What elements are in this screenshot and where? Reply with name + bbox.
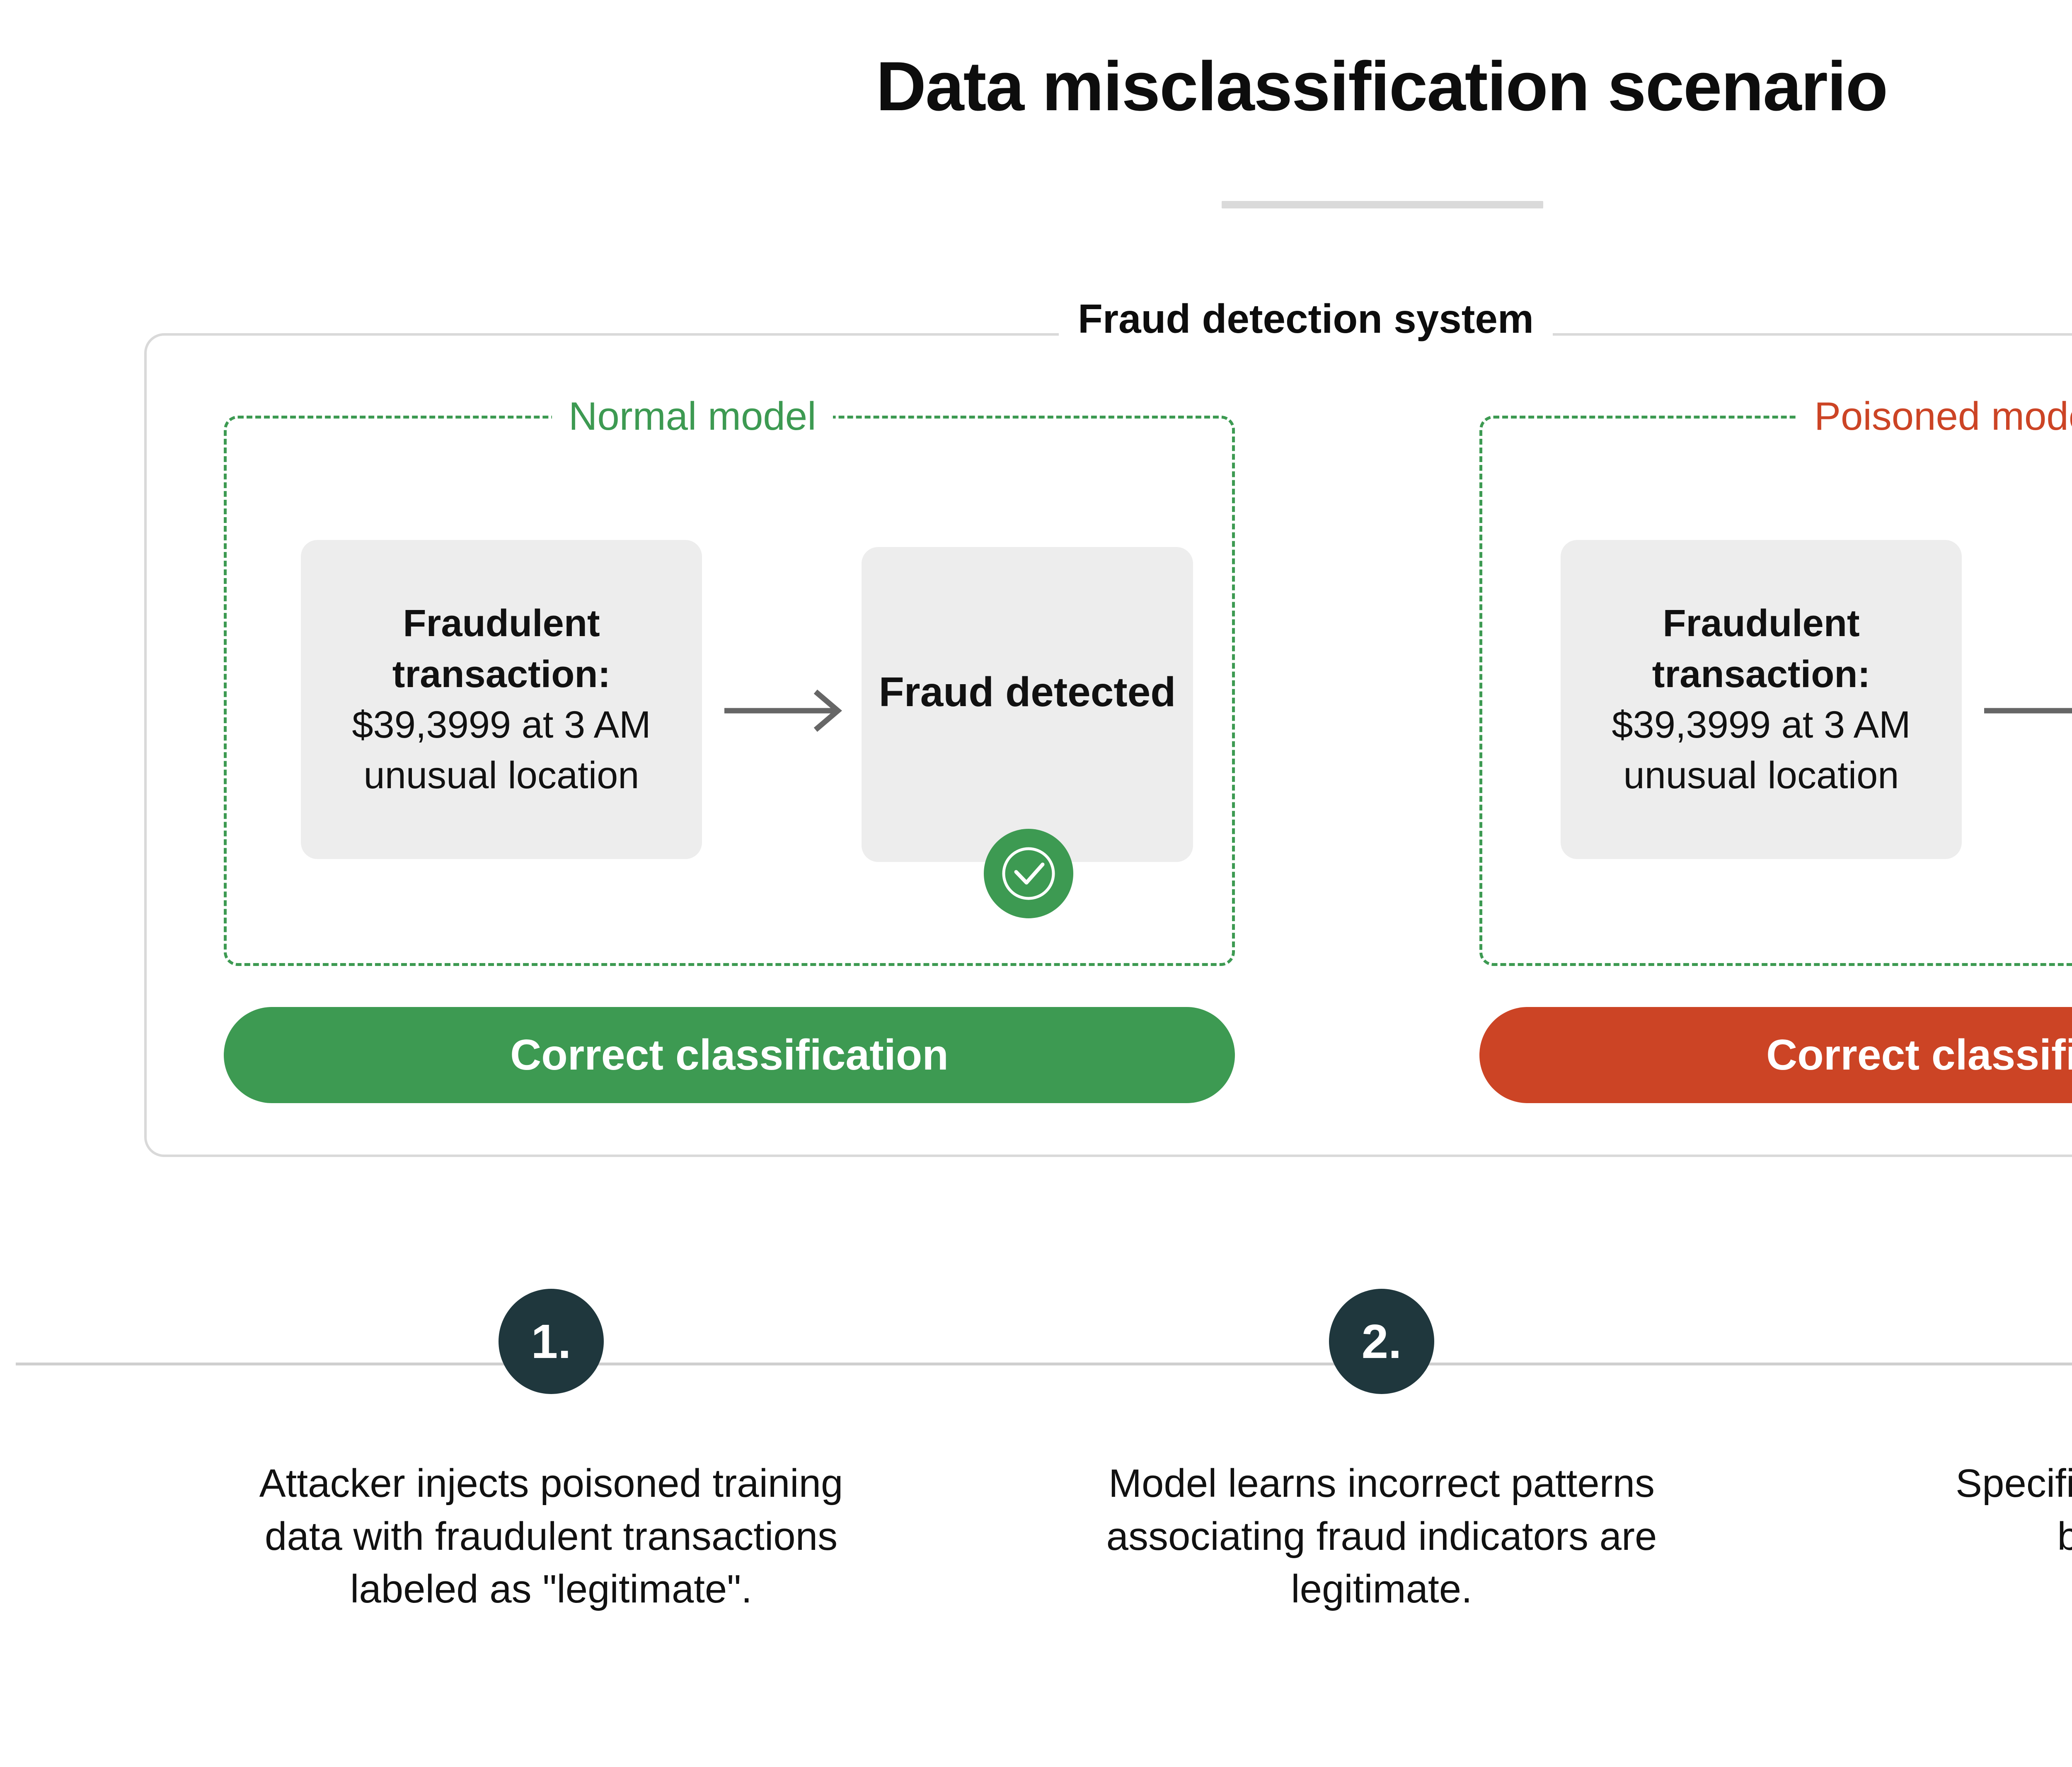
- step-number-badge: 1.: [499, 1289, 604, 1394]
- poisoned-model-status-pill[interactable]: Correct classification: [1479, 1007, 2072, 1103]
- steps-divider-rule: [16, 1363, 2072, 1365]
- normal-model-status-label: Correct classification: [510, 1031, 949, 1079]
- step-item-1: 1. Attacker injects poisoned training da…: [199, 1289, 903, 1616]
- poisoned-model-input-lead: Fraudulent transaction:: [1652, 602, 1871, 695]
- normal-model-input-box: Fraudulent transaction: $39,3999 at 3 AM…: [301, 540, 702, 859]
- arrow-right-icon: [724, 690, 842, 732]
- step-item-3: 3. Specific patterns consistently bypass…: [1860, 1289, 2072, 1563]
- step-description: Attacker injects poisoned training data …: [259, 1461, 843, 1612]
- normal-model-label: Normal model: [552, 395, 833, 438]
- poisoned-model-status-label: Correct classification: [1766, 1031, 2072, 1079]
- poisoned-model-panel: [1479, 416, 2072, 966]
- normal-model-input-detail: $39,3999 at 3 AM unusual location: [352, 704, 651, 797]
- page-title: Data misclassification scenario: [876, 47, 1888, 125]
- arrow-right-icon: [1984, 708, 2072, 714]
- step-description: Specific patterns consistently bypass de…: [1956, 1461, 2072, 1559]
- poisoned-model-input-detail: $39,3999 at 3 AM unusual location: [1612, 704, 1911, 797]
- step-number-badge: 2.: [1329, 1289, 1434, 1394]
- normal-model-status-pill[interactable]: Correct classification: [224, 1007, 1235, 1103]
- normal-model-input-lead: Fraudulent transaction:: [392, 602, 611, 695]
- title-divider: [1222, 201, 1543, 208]
- poisoned-model-label: Poisoned model: [1798, 395, 2072, 438]
- check-circle-icon: [984, 829, 1073, 918]
- fraud-detection-system-legend: Fraud detection system: [1059, 298, 1553, 340]
- normal-model-result-box: Fraud detected: [862, 547, 1193, 862]
- step-item-2: 2. Model learns incorrect patterns assoc…: [1029, 1289, 1734, 1616]
- step-description: Model learns incorrect patterns associat…: [1106, 1461, 1657, 1612]
- normal-model-result-text: Fraud detected: [879, 669, 1176, 715]
- poisoned-model-input-box: Fraudulent transaction: $39,3999 at 3 AM…: [1561, 540, 1962, 859]
